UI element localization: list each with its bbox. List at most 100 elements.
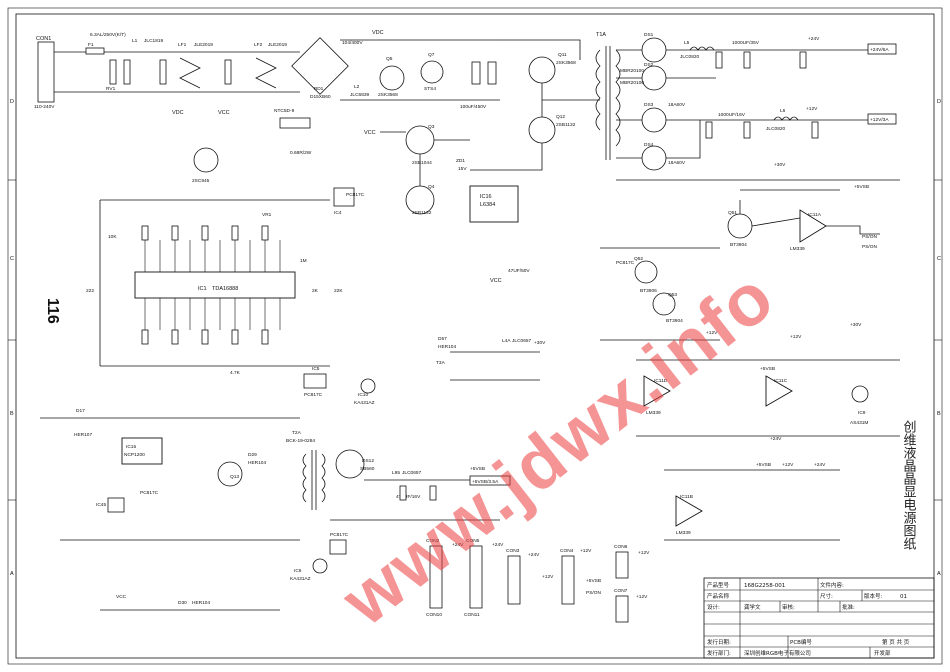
choke-lf2-label: LF2 [254,42,263,48]
ds4-rectifier [641,145,667,171]
pfc-section: NTC5D-9 VCC VDC 0.68R/2W Q5 2SK3568 Q7 S… [172,52,497,218]
ic16-chip [469,185,519,223]
tb-company: 深圳创维RGB电子有限公司 [744,649,811,657]
tb-file-label: 文件内容: [820,581,844,589]
con2-label: CON2 [426,538,440,544]
out12-label: +12V/3A [870,117,889,123]
ic1-block: IC1 TDA16888 [86,199,343,376]
tb-model-value: 168G2258-001 [744,583,785,589]
con10-label: CON10 [426,612,442,618]
rail-12v-prot: +12V [790,334,802,340]
secondary-rectifiers: DS1 MBR20100 DS2 MBR20100 DS3 18A60V DS4… [616,32,900,181]
l95-label: L95 [392,470,400,476]
standby-transformer: T2A BCK-19-0284 DS12 SB560 L95 JLC0657 +… [286,430,511,582]
ps-on-con4: PS/ON [586,590,601,596]
tb-designer-label: 设计: [707,603,720,611]
r-2k-ic1: 2K [312,288,319,294]
ic11b-comparator [675,495,703,527]
t2a-label: T2A [292,430,302,436]
ds3-rectifier [641,107,667,133]
l2-label: L2 [354,84,360,90]
rail-12v-con4b: +12V [542,574,554,580]
fuse-symbol [85,47,105,55]
con6-label: CON6 [614,544,628,550]
cap-5v-value: 470UF/16V [396,494,421,500]
ic45-label: IC45 [96,502,106,508]
sheet-border: D C B A D C B A [7,7,943,665]
d57-part: HER104 [438,344,456,350]
ic9-part: AS431M [850,420,868,426]
bulk-cap-value: 100uF/450V [460,104,487,110]
vcc-label-1: VCC [218,110,230,116]
fuse-label: F1 [88,42,94,48]
l6-label: L6 [780,108,786,114]
tb-dept-label: 发行部门: [707,649,731,657]
out24-label: +24V/6A [870,47,889,53]
vdc-label-2: VDC [172,110,184,116]
ps-on-label: PS/ON [862,234,877,240]
rail-30v-prot: +30V [850,322,862,328]
choke-lf2-part: JLE2019 [268,42,287,48]
con2-connector [429,545,443,609]
mains-connector [37,41,55,103]
l2-part: JLC6839 [350,92,370,98]
out5-flag [469,475,511,486]
r-sense-value: 0.68R/2W [290,150,312,156]
con3-label: CON3 [506,548,520,554]
ic15-part: NCP1200 [124,452,145,458]
r-47k-ic1: 4.7K [230,370,241,376]
tb-size-label: 尺寸: [820,592,833,600]
q4-label: Q4 [428,184,435,190]
t3a-label: T3A [436,360,446,366]
d30-part: HER104 [192,600,210,606]
l4a-label: L4A [502,338,511,344]
q51-part: BT3904 [730,242,747,248]
ic4-label: IC4 [334,210,342,216]
tb-designer-value: 龚学文 [744,603,761,611]
q12-label: Q12 [556,114,565,120]
cap-24v-value: 1000UF/35V [732,40,760,46]
ic11b-part: LM339 [676,530,691,536]
rail-24v-ovp: +24V [814,462,826,468]
rail-12v-con7: +12V [636,594,648,600]
standby-section: IC15 NCP1200 D17 HER107 Q13 D29 HER104 I… [40,408,300,611]
bd1-part: D15XB60 [310,94,331,100]
q53-transistor [652,292,676,316]
pc817-standby: PC817C [140,490,159,496]
row-marker-d-right: D [937,99,941,105]
ds12-part: SB560 [360,466,375,472]
q52-part: BT3906 [640,288,657,294]
ic9-reference [851,385,869,403]
q7-label: Q7 [428,52,435,58]
zd1-label: ZD1 [456,158,465,164]
out5-label: +5VSB/3.5A [472,479,499,485]
q1-part: 2SC945 [192,178,210,184]
out12-flag [867,113,897,125]
rail-12v-ovp: +12V [782,462,794,468]
ic4a-label: PC817C [330,532,349,538]
ic16-label: IC16 [480,194,492,200]
q3-part: 2SB1044 [412,160,432,166]
l6-part: JLC0820 [766,126,786,132]
vr1-label: VR1 [262,212,272,218]
rail-12v-prot-2: +12V [706,330,718,336]
con5-label: CON5 [466,538,480,544]
q4-part: 2SB1132 [412,210,432,216]
ntc-label: NTC5D-9 [274,108,295,114]
con1-label: CON1 [36,36,51,42]
ic4-optocoupler [333,187,355,207]
page-number: 116 [44,298,61,324]
ic11d-part: LM339 [646,410,661,416]
row-marker-b-right: B [937,411,941,417]
side-title: 创维液晶晶显电源图纸 [901,420,917,551]
row-marker-a: A [10,571,14,577]
r-22k-ic1: 22K [334,288,343,294]
rail-30v-label-1: +30V [774,162,786,168]
ps-on-control: Q51 BT3904 IC11A LM339 +5VSB PS/ON PS/ON… [600,162,880,341]
row-marker-b: B [10,411,14,417]
rail-12v-con4: +12V [580,548,592,554]
tb-pcb-label: PCB编号 [790,638,812,646]
rail-12v-con6: +12V [638,550,650,556]
ic1-label: IC1 [198,286,207,292]
